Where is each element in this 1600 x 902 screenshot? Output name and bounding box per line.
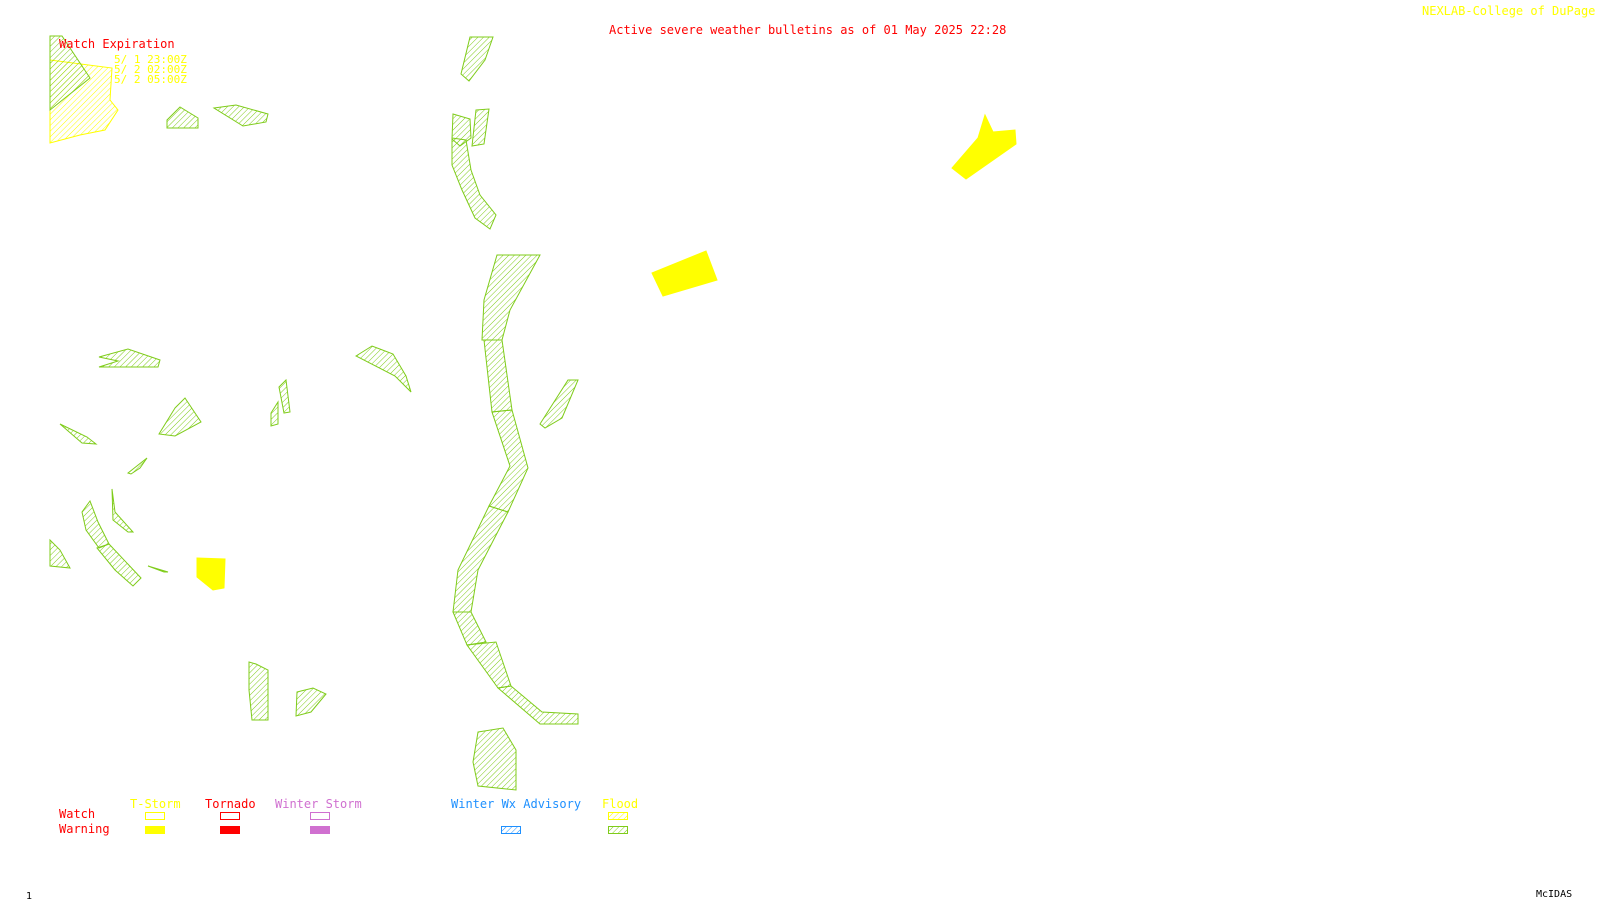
credit-label: NEXLAB-College of DuPage R	[1422, 4, 1600, 18]
watch-expiration-label: Watch Expiration	[59, 37, 175, 51]
legend-row-watch: Watch	[59, 807, 96, 821]
legend-swatch-tstorm-warning	[145, 826, 165, 834]
legend-swatch-flood-watch	[608, 812, 628, 820]
legend-swatch-winter-storm-watch	[310, 812, 330, 820]
watch-expiration-time: 5/ 2 02:00Z	[114, 63, 187, 76]
software-label: McIDAS	[1536, 889, 1573, 900]
legend-header-tstorm: T-Storm	[130, 797, 181, 811]
legend-row-warning: Warning	[59, 822, 110, 836]
frame-number: 1	[26, 891, 33, 902]
tstorm-watch-area	[49, 35, 119, 144]
legend-header-winter-wx-advisory: Winter Wx Advisory	[451, 797, 582, 811]
watch-expiration-time: 5/ 1 23:00Z	[114, 53, 187, 66]
legend-header-winter-storm: Winter Storm	[275, 797, 362, 811]
legend-header-tornado: Tornado	[205, 797, 256, 811]
legend-swatch-winter-storm-warning	[310, 826, 330, 834]
legend-swatch-tstorm-watch	[145, 812, 165, 820]
legend-swatch-tornado-warning	[220, 826, 240, 834]
legend-header-flood: Flood	[602, 797, 639, 811]
flood-warning-polygons	[49, 36, 579, 791]
legend-swatch-flood-warning	[608, 826, 628, 834]
legend-swatch-tornado-watch	[220, 812, 240, 820]
legend-swatch-winter-wx-advisory	[501, 826, 521, 834]
tstorm-warning-polygons	[196, 113, 1017, 591]
page-title: Active severe weather bulletins as of 01…	[609, 23, 1007, 37]
watch-expiration-time: 5/ 2 05:00Z	[114, 73, 187, 86]
